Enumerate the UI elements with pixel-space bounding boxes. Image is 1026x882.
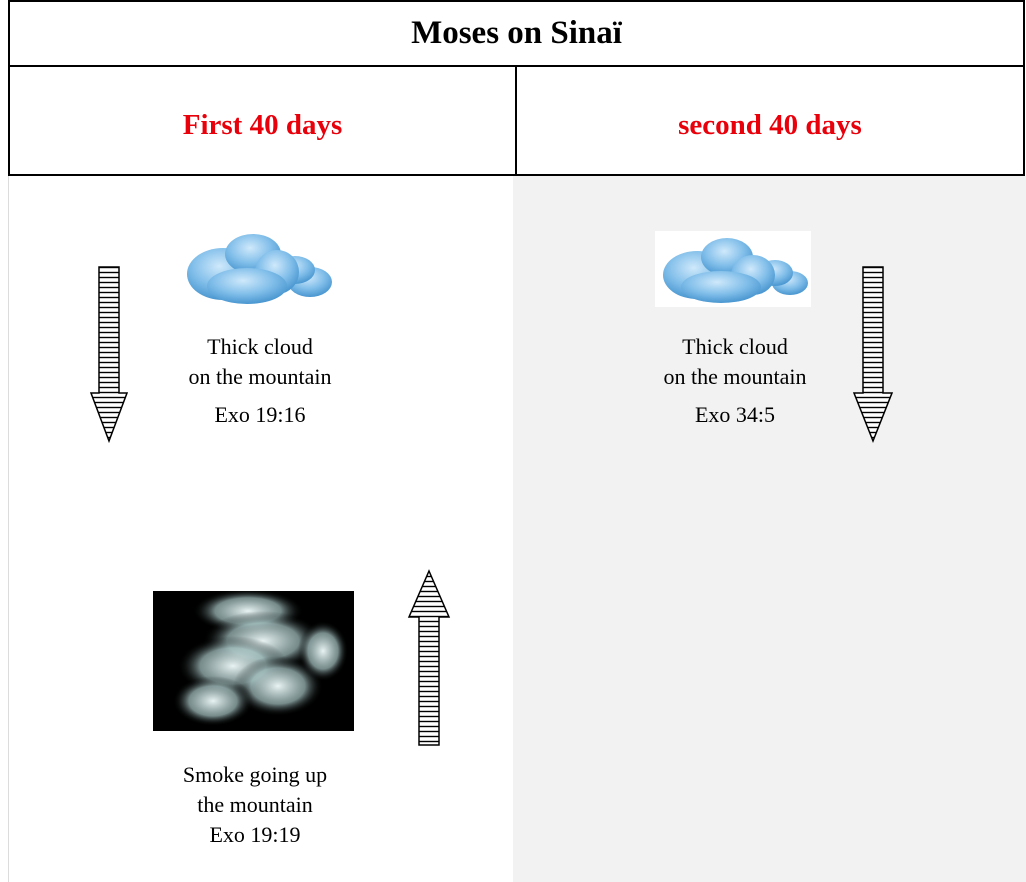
diagram-title: Moses on Sinaï <box>8 0 1025 67</box>
down-arrow-icon <box>89 266 129 444</box>
left-cloud-caption-line2: on the mountain <box>188 364 332 389</box>
left-cloud-caption: Thick cloud on the mountain Exo 19:16 <box>150 332 370 430</box>
right-cloud-reference: Exo 34:5 <box>694 402 776 427</box>
cloud-image <box>187 234 332 304</box>
smoke-caption-line2: the mountain <box>197 792 313 817</box>
smoke-reference: Exo 19:19 <box>209 822 301 847</box>
left-cloud-caption-line1: Thick cloud <box>207 334 313 359</box>
smoke-caption: Smoke going up the mountain Exo 19:19 <box>140 760 370 850</box>
down-arrow-icon <box>852 266 894 444</box>
smoke-caption-line1: Smoke going up <box>182 762 328 787</box>
up-arrow-icon <box>407 569 451 746</box>
column-header-first: First 40 days <box>8 65 517 176</box>
right-cloud-caption-line1: Thick cloud <box>682 334 788 359</box>
smoke-image <box>153 591 354 731</box>
right-cloud-caption: Thick cloud on the mountain Exo 34:5 <box>625 332 845 430</box>
column-header-second: second 40 days <box>515 65 1025 176</box>
cloud-image <box>655 231 811 307</box>
right-cloud-caption-line2: on the mountain <box>663 364 807 389</box>
left-cloud-reference: Exo 19:16 <box>214 402 306 427</box>
